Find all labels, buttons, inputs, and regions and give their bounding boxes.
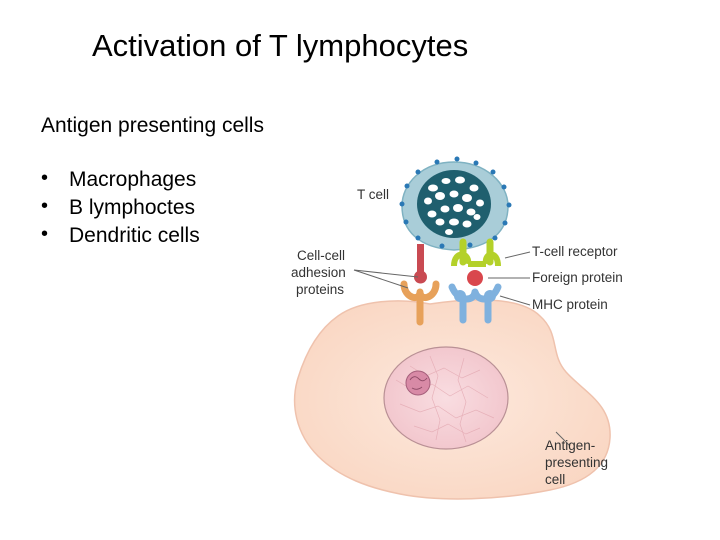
bullet-text: Macrophages (69, 168, 197, 191)
bullet-dot-icon: • (41, 167, 49, 189)
t-cell-receptor (451, 238, 501, 267)
t-cell-receptor-label: T-cell receptor (532, 244, 618, 259)
adhesion-label-line2: adhesion (291, 265, 346, 280)
apc-nucleus (383, 346, 509, 450)
foreign-protein (467, 270, 483, 286)
apc-label-line3: cell (545, 472, 565, 487)
apc-label-line1: Antigen- (545, 438, 595, 453)
bullet-text: Dendritic cells (69, 224, 200, 247)
bullet-dot-icon: • (41, 195, 49, 217)
leader-lines (353, 251, 571, 447)
adhesion-label-line1: Cell-cell (297, 248, 345, 263)
t-cell-label: T cell (357, 187, 389, 202)
apc-nucleolus (405, 370, 431, 396)
mhc-protein-label: MHC protein (532, 297, 608, 312)
t-cell-surface-dots (399, 156, 512, 249)
foreign-protein-label: Foreign protein (532, 270, 623, 285)
adhesion-protein-t-cell (414, 244, 427, 284)
apc-label-line2: presenting (545, 455, 608, 470)
bullet-text: B lymphoctes (69, 196, 196, 219)
mhc-protein (448, 283, 502, 324)
bullet-dot-icon: • (41, 223, 49, 245)
slide-title: Activation of T lymphocytes (92, 28, 469, 63)
subtitle: Antigen presenting cells (41, 114, 264, 137)
adhesion-label-line3: proteins (296, 282, 344, 297)
